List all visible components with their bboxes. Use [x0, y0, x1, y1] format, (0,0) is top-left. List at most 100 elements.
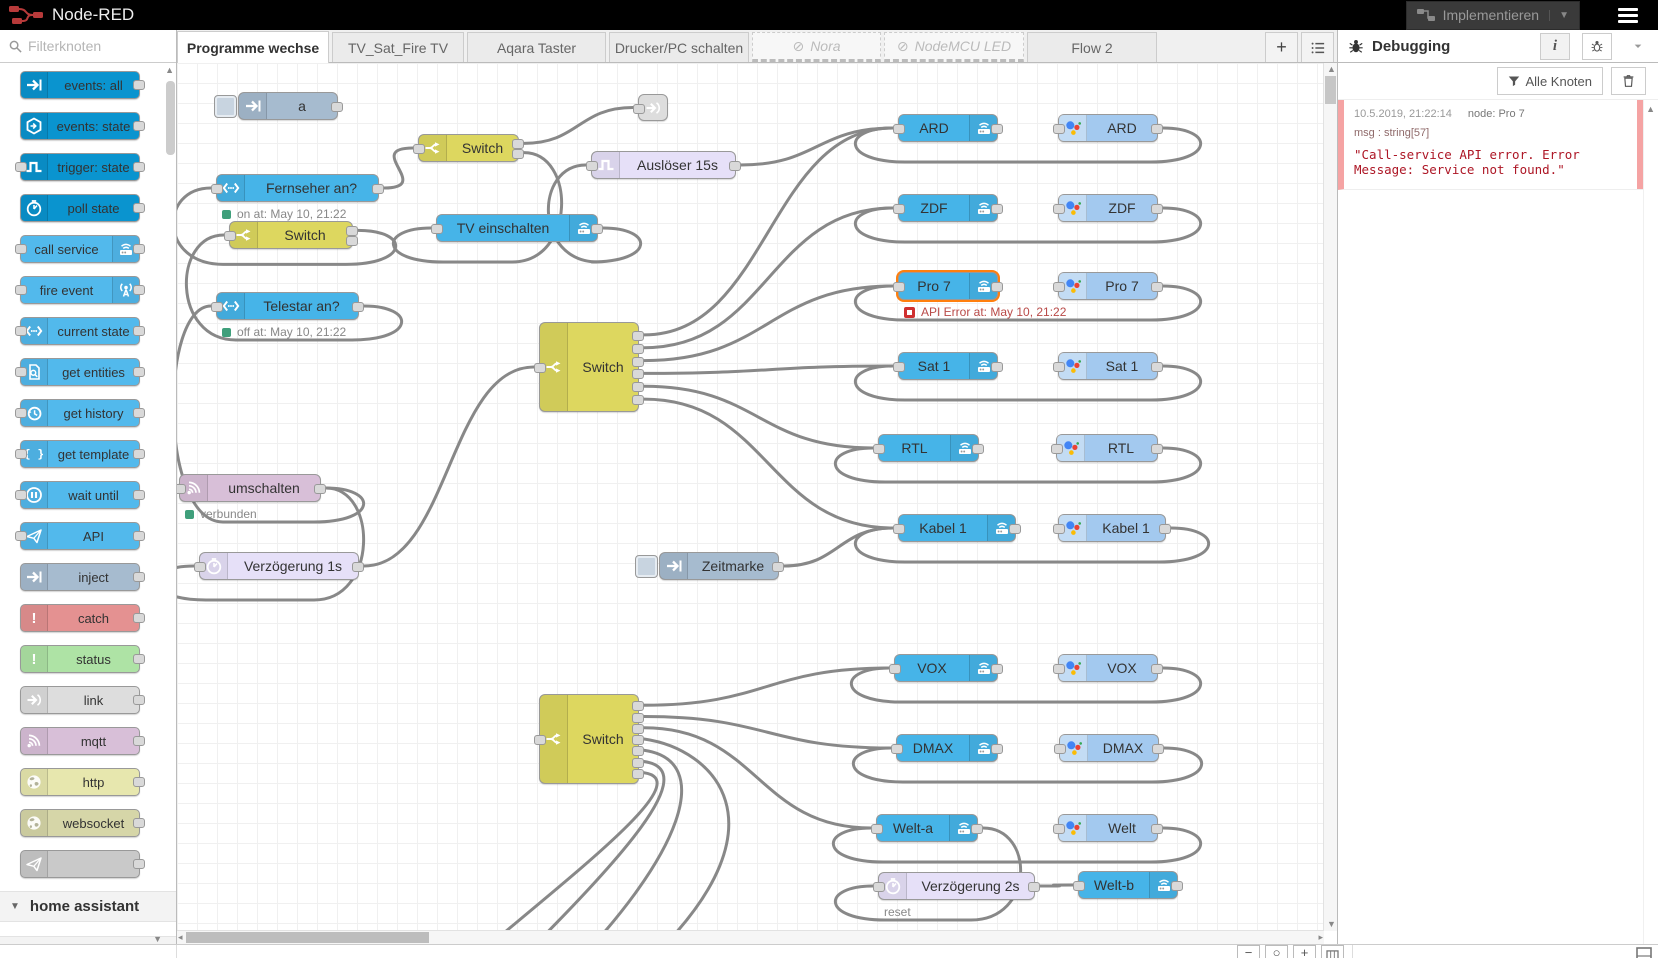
- flow-node-welt_n[interactable]: Welt: [1053, 814, 1163, 842]
- palette-filter[interactable]: Filterknoten: [0, 30, 176, 63]
- input-port[interactable]: [871, 824, 883, 834]
- output-port[interactable]: [991, 282, 1003, 292]
- palette-node-http[interactable]: http: [20, 768, 145, 796]
- palette-scrollbar[interactable]: [166, 67, 175, 940]
- zoom-reset-button[interactable]: ○: [1265, 945, 1288, 958]
- input-port[interactable]: [1053, 824, 1065, 834]
- flow-node-switch1[interactable]: Switch: [413, 134, 524, 162]
- wire[interactable]: [522, 106, 635, 145]
- palette-node-trigger-state[interactable]: trigger: state: [15, 153, 145, 181]
- tab-nodemcu-led[interactable]: ⊘NodeMCU LED: [884, 32, 1024, 62]
- output-port[interactable]: [133, 408, 145, 418]
- wire[interactable]: [642, 206, 895, 350]
- output-port[interactable]: [133, 613, 145, 623]
- flow-node-weltb_cs[interactable]: Welt-b: [1073, 871, 1183, 899]
- output-port[interactable]: [991, 204, 1003, 214]
- output-port[interactable]: [632, 343, 644, 354]
- input-port[interactable]: [177, 484, 186, 494]
- input-port[interactable]: [893, 204, 905, 214]
- input-port[interactable]: [893, 362, 905, 372]
- palette-node-fire-event[interactable]: fire event: [15, 276, 145, 304]
- input-port[interactable]: [873, 882, 885, 892]
- output-port[interactable]: [632, 369, 644, 380]
- output-port[interactable]: [1151, 204, 1163, 214]
- palette-node-events-state[interactable]: events: state: [20, 112, 145, 140]
- flow-node-bigswitch2[interactable]: Switch: [534, 694, 644, 784]
- flow-node-rtl_n[interactable]: RTL: [1051, 434, 1163, 462]
- input-port[interactable]: [893, 282, 905, 292]
- input-port[interactable]: [413, 144, 425, 154]
- input-port[interactable]: [15, 490, 27, 500]
- wire[interactable]: [642, 715, 893, 750]
- debug-clear-button[interactable]: [1611, 67, 1646, 95]
- input-port[interactable]: [893, 124, 905, 134]
- output-port[interactable]: [331, 102, 343, 112]
- deploy-caret-icon[interactable]: ▼: [1549, 9, 1569, 21]
- wire[interactable]: [853, 206, 1203, 244]
- output-port[interactable]: [133, 80, 145, 90]
- navigator-toggle-button[interactable]: [1321, 945, 1344, 958]
- output-port[interactable]: [1151, 282, 1163, 292]
- wire[interactable]: [853, 126, 1203, 164]
- flow-node-fernseher[interactable]: Fernseher an?: [211, 174, 384, 202]
- canvas-vertical-scrollbar[interactable]: ▲ ▼: [1323, 63, 1337, 931]
- wire[interactable]: [642, 126, 895, 337]
- output-port[interactable]: [1151, 824, 1163, 834]
- palette-node-api[interactable]: API: [15, 522, 145, 550]
- zoom-out-button[interactable]: −: [1237, 945, 1260, 958]
- canvas-horizontal-scrollbar[interactable]: ◂ ▸: [177, 930, 1324, 944]
- input-port[interactable]: [1053, 124, 1065, 134]
- input-port[interactable]: [889, 664, 901, 674]
- output-port[interactable]: [133, 244, 145, 254]
- flow-node-telestar[interactable]: Telestar an?: [211, 292, 364, 320]
- input-port[interactable]: [15, 162, 27, 172]
- output-port[interactable]: [133, 531, 145, 541]
- wire[interactable]: [642, 364, 895, 375]
- output-port[interactable]: [729, 161, 741, 171]
- input-port[interactable]: [15, 367, 27, 377]
- output-port[interactable]: [632, 330, 644, 341]
- output-port[interactable]: [1152, 744, 1164, 754]
- output-port[interactable]: [133, 121, 145, 131]
- sidebar-caret-icon[interactable]: [1624, 33, 1652, 59]
- input-port[interactable]: [15, 408, 27, 418]
- add-flow-button[interactable]: +: [1265, 32, 1298, 62]
- flow-node-dmax_cs[interactable]: DMAX: [891, 734, 1003, 762]
- palette-node-current-state[interactable]: current state: [15, 317, 145, 345]
- palette-node-mqtt[interactable]: mqtt: [20, 727, 145, 755]
- wire[interactable]: [831, 826, 1203, 864]
- flow-node-verz2[interactable]: Verzögerung 2s: [873, 872, 1040, 900]
- input-port[interactable]: [211, 184, 223, 194]
- tab-flow-2[interactable]: Flow 2: [1027, 32, 1157, 62]
- flow-node-sat1_n[interactable]: Sat 1: [1053, 352, 1163, 380]
- output-port[interactable]: [971, 824, 983, 834]
- wire[interactable]: [849, 666, 1203, 704]
- flow-node-ard_n[interactable]: ARD: [1053, 114, 1163, 142]
- flow-node-ausloeser[interactable]: Auslöser 15s: [586, 151, 741, 179]
- palette-node-get-history[interactable]: get history: [15, 399, 145, 427]
- output-port[interactable]: [1028, 882, 1040, 892]
- output-port[interactable]: [632, 712, 644, 723]
- flow-node-dmax_n[interactable]: DMAX: [1054, 734, 1164, 762]
- debug-msg-body[interactable]: "Call-service API error. Error Message: …: [1354, 147, 1580, 177]
- input-port[interactable]: [873, 444, 885, 454]
- output-port[interactable]: [133, 777, 145, 787]
- tab-tv-sat-fire-tv[interactable]: TV_Sat_Fire TV: [332, 32, 464, 62]
- tab-drucker-pc-schalten[interactable]: Drucker/PC schalten: [609, 32, 749, 62]
- output-port[interactable]: [133, 572, 145, 582]
- flow-node-pro7_cs[interactable]: Pro 7: [893, 272, 1003, 300]
- input-port[interactable]: [534, 363, 546, 373]
- output-port[interactable]: [991, 362, 1003, 372]
- wire[interactable]: [546, 163, 643, 264]
- input-port[interactable]: [15, 326, 27, 336]
- input-port[interactable]: [15, 285, 27, 295]
- wire[interactable]: [642, 397, 895, 530]
- info-tab-button[interactable]: i: [1540, 32, 1570, 60]
- output-port[interactable]: [133, 203, 145, 213]
- output-port[interactable]: [512, 148, 524, 159]
- input-port[interactable]: [893, 524, 905, 534]
- output-port[interactable]: [632, 746, 644, 757]
- palette-node-get-template[interactable]: { }get template: [15, 440, 145, 468]
- flow-node-zdf_cs[interactable]: ZDF: [893, 194, 1003, 222]
